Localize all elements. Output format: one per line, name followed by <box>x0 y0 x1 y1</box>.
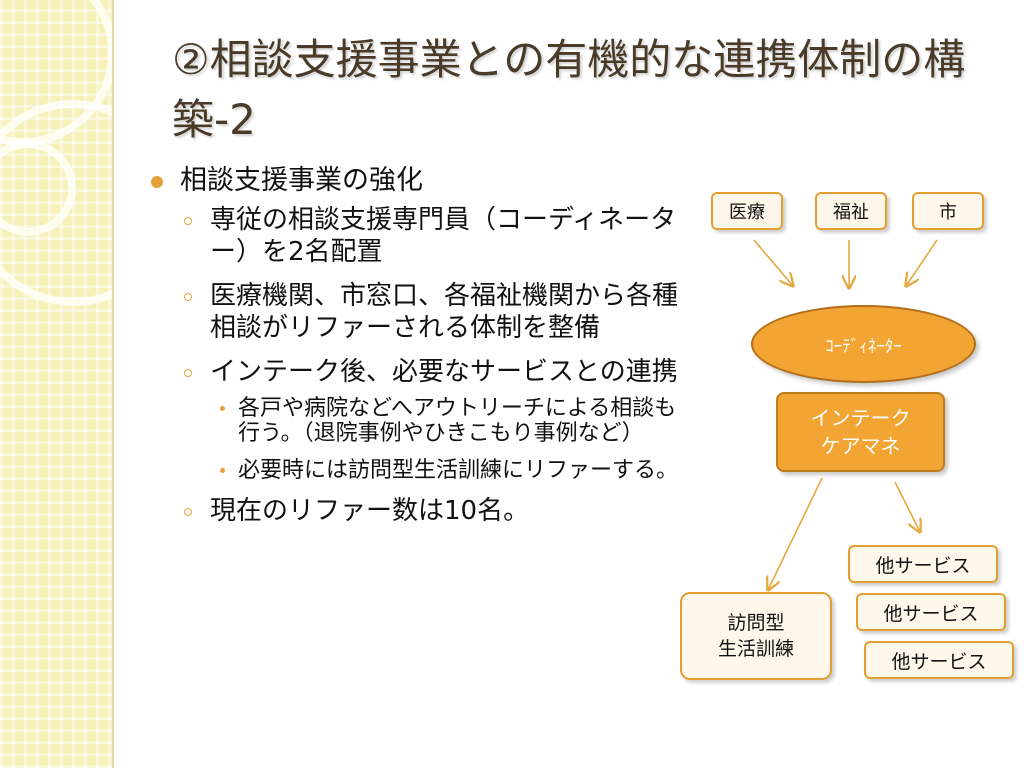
source-city-label: 市 <box>939 202 957 223</box>
coordinator-label: ｺｰﾃﾞｨﾈｰﾀｰ <box>825 336 902 357</box>
third-bullet-outreach: 各戸や病院などへアウトリーチによる相談も行う。（退院事例やひきこもり事例など） <box>148 396 678 446</box>
source-medical-label: 医療 <box>729 202 765 223</box>
source-city-box: 市 <box>912 192 984 230</box>
intake-label-line1: インテーク <box>810 406 911 430</box>
other-service-box-2: 他サービス <box>856 593 1006 631</box>
visit-training-label-line1: 訪問型 <box>727 612 785 634</box>
other-service-label-2: 他サービス <box>883 602 979 625</box>
bullet-main: 相談支援事業の強化 専従の相談支援専門員（コーディネーター）を2名配置 医療機関… <box>148 164 678 527</box>
arrow-intake-to-services <box>894 481 920 532</box>
strip-edge-divider <box>112 0 114 768</box>
decorative-ring <box>0 100 112 306</box>
intake-label-line2: ケアマネ <box>820 434 901 458</box>
source-welfare-box: 福祉 <box>815 192 887 230</box>
sub-bullet-staff: 専従の相談支援専門員（コーディネーター）を2名配置 <box>148 204 678 268</box>
bullet-list: 相談支援事業の強化 専従の相談支援専門員（コーディネーター）を2名配置 医療機関… <box>148 164 678 539</box>
arrow-city-to-coordinator <box>906 239 938 286</box>
other-service-box-3: 他サービス <box>864 641 1014 679</box>
coordinator-oval: ｺｰﾃﾞｨﾈｰﾀｰ <box>751 305 976 383</box>
arrow-intake-to-visit-training <box>768 477 823 590</box>
other-service-label-1: 他サービス <box>875 554 971 577</box>
source-medical-box: 医療 <box>711 192 783 230</box>
visit-training-label-line2: 生活訓練 <box>717 638 794 660</box>
other-service-label-3: 他サービス <box>891 650 987 673</box>
third-bullet-visit-training: 必要時には訪問型生活訓練にリファーする。 <box>148 458 678 483</box>
decorative-side-strip <box>0 0 112 768</box>
sub-bullet-intake: インテーク後、必要なサービスとの連携 各戸や病院などへアウトリーチによる相談も行… <box>148 356 678 483</box>
sub-bullet-referral: 医療機関、市窓口、各福祉機関から各種相談がリファーされる体制を整備 <box>148 280 678 344</box>
sub-bullet-list: 専従の相談支援専門員（コーディネーター）を2名配置 医療機関、市窓口、各福祉機関… <box>148 204 678 527</box>
third-level-list: 各戸や病院などへアウトリーチによる相談も行う。（退院事例やひきこもり事例など） … <box>148 396 678 483</box>
slide-title: ②相談支援事業との有機的な連携体制の構築-2 <box>172 35 966 144</box>
arrow-medical-to-coordinator <box>753 239 793 286</box>
source-welfare-label: 福祉 <box>833 202 869 223</box>
other-service-box-1: 他サービス <box>848 545 998 583</box>
sub-bullet-intake-text: インテーク後、必要なサービスとの連携 <box>210 357 678 387</box>
decorative-ring <box>0 140 76 236</box>
sub-bullet-referral-count: 現在のリファー数は10名。 <box>148 495 678 527</box>
bullet-main-text: 相談支援事業の強化 <box>180 165 423 196</box>
intake-box: インテーク ケアマネ <box>776 392 945 472</box>
visit-training-box: 訪問型 生活訓練 <box>680 592 832 680</box>
